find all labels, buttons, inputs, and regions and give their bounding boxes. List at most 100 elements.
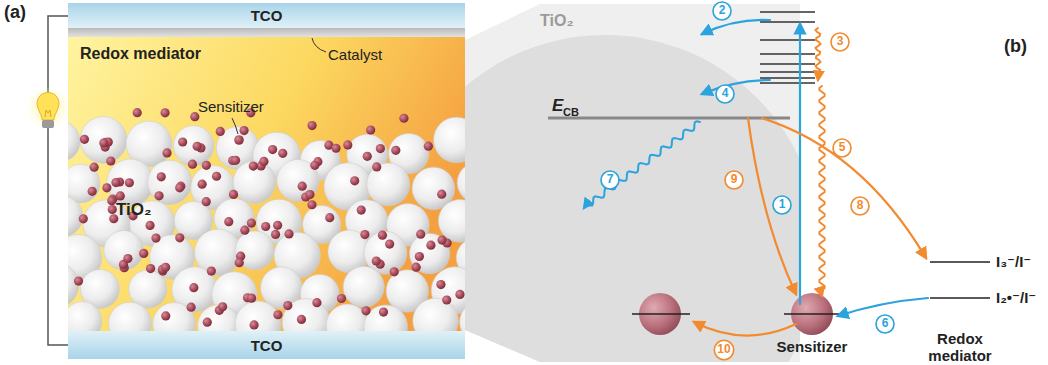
sensitizer-dot (312, 298, 321, 307)
tio2-particle (153, 302, 196, 331)
sensitizer-dot (218, 302, 227, 311)
sensitizer-dot (229, 190, 238, 199)
tio2-particle (235, 231, 274, 270)
sensitizer-dot (261, 222, 270, 231)
layer-label: TCO (251, 7, 283, 24)
tio2-particle (108, 302, 151, 331)
tio2-particle (460, 301, 465, 331)
sensitizer-dot (123, 254, 132, 263)
sensitizer-dot (305, 190, 314, 199)
sensitizer-dot (187, 303, 196, 312)
energy-label: E (552, 96, 563, 116)
sensitizer-dot (79, 214, 88, 223)
part-label: Catalyst (328, 46, 382, 63)
callout-number: 6 (882, 317, 889, 331)
sensitizer-dot (298, 182, 307, 191)
layer-label: TCO (251, 337, 283, 354)
sensitizer-dot (202, 197, 211, 206)
sensitizer-dot (90, 163, 99, 172)
callout-number: 4 (722, 87, 729, 101)
sensitizer-dot (74, 276, 83, 285)
sensitizer-dot (175, 183, 184, 192)
redox-level-label: I₂•⁻/I⁻ (996, 289, 1036, 306)
sensitizer-dot (372, 256, 381, 265)
sensitizer-dot (193, 142, 202, 151)
sensitizer-dot (247, 218, 256, 227)
sensitizer-dot (235, 258, 244, 267)
callout-number: 8 (857, 199, 864, 213)
sensitizer-dot (154, 191, 163, 200)
sensitizer-dot (310, 161, 319, 170)
sensitizer-dot (350, 176, 359, 185)
tio2-particle (282, 299, 330, 331)
sensitizer-dot (391, 146, 400, 155)
sensitizer-dot (372, 162, 381, 171)
sensitizer-dot (161, 263, 170, 272)
component-label: Sensitizer (777, 338, 848, 355)
sensitizer-dot (161, 311, 170, 320)
sensitizer-dot (426, 241, 435, 250)
sensitizer-dot (188, 160, 197, 169)
sensitizer-dot (363, 152, 372, 161)
sensitizer-dot (160, 108, 169, 117)
tio2-particle (233, 161, 276, 204)
sensitizer-dot (273, 310, 282, 319)
sensitizer-dot (108, 205, 117, 214)
sensitizer-dot (360, 230, 369, 239)
sensitizer-dot (366, 125, 375, 134)
callout-circle (713, 2, 731, 20)
sensitizer-dot (111, 178, 120, 187)
sensitizer-dot (139, 249, 148, 258)
sensitizer-dot (297, 315, 306, 324)
sensitizer-dot (376, 144, 385, 153)
sensitizer-dot (198, 180, 207, 189)
callout-circle (876, 315, 894, 333)
callout-circle (833, 139, 851, 157)
callout-circle (716, 85, 734, 103)
callout-number: 3 (837, 35, 844, 49)
sensitizer-dot (99, 138, 108, 147)
callout-number: 5 (839, 141, 846, 155)
sensitizer-dot (157, 172, 166, 181)
region-label: Redox mediator (80, 45, 201, 63)
sensitizer-dot (175, 233, 184, 242)
sensitizer-dot (412, 263, 421, 272)
redox-region: Redox mediator (68, 37, 465, 331)
sensitizer-dot (247, 294, 256, 303)
sensitizer-dot (212, 172, 221, 181)
tio2-particle (104, 230, 144, 270)
tio2-particle (326, 304, 368, 331)
sensitizer-dot (271, 230, 280, 239)
tio2-particle (343, 266, 384, 307)
sensitizer-dot (325, 213, 334, 222)
sensitizer-dot (399, 114, 408, 123)
sensitizer-dot (125, 178, 134, 187)
sensitizer-dot (240, 226, 249, 235)
sensitizer-dot (107, 196, 116, 205)
tio2-particle (277, 159, 319, 201)
sensitizer-dot (268, 145, 277, 154)
tio2-particle (107, 159, 154, 206)
tio2-particle (413, 298, 459, 331)
sensitizer-dot (455, 290, 464, 299)
callout-circle (714, 340, 733, 359)
sensitizer-dot (278, 149, 287, 158)
part-label: TiO₂ (116, 200, 152, 220)
tio2-particle (434, 117, 465, 163)
sensitizer-dot (415, 252, 424, 261)
sensitizer-dot (133, 108, 142, 117)
sensitizer-dot (249, 320, 258, 329)
callout-number: 1 (779, 198, 786, 212)
sensitizer-dot (379, 307, 388, 316)
sensitizer-dot (178, 137, 187, 146)
sensitizer-dot (234, 135, 244, 145)
tio2-particle (148, 160, 192, 204)
sensitizer-dot (390, 267, 399, 276)
sensitizer-dot (224, 217, 233, 226)
sensitizer-dot (231, 156, 240, 165)
component-label: Redox mediator (918, 330, 1002, 365)
sensitizer-dot (284, 229, 293, 238)
sensitizer-dot (207, 266, 216, 275)
sensitizer-dot (189, 283, 198, 292)
tio2-particle (68, 302, 102, 331)
